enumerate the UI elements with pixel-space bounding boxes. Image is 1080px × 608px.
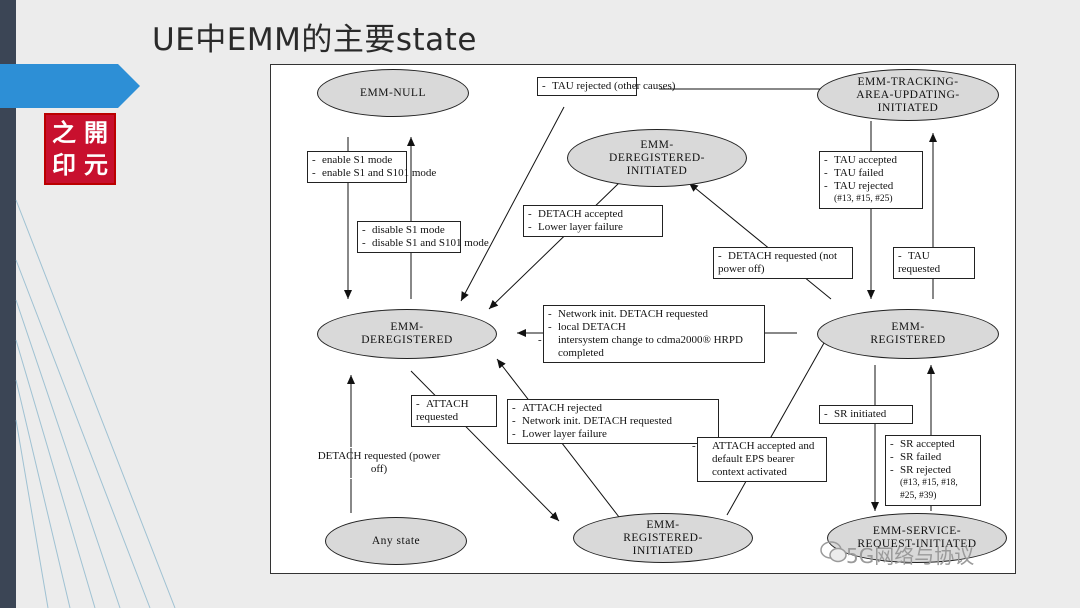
label-item: -TAU rejected (other causes) — [542, 80, 676, 92]
label-item: -SR accepted — [890, 438, 955, 450]
label-item: -DETACH requested (not power off) — [718, 250, 838, 275]
label-detach-accepted: -DETACH accepted -Lower layer failure — [523, 205, 663, 237]
label-attach-rejected: -ATTACH rejected -Network init. DETACH r… — [507, 399, 719, 444]
state-emm-registered-initiated: EMM- REGISTERED- INITIATED — [573, 513, 753, 563]
label-item: -DETACH accepted — [528, 208, 623, 220]
label-text: DETACH accepted — [538, 208, 623, 220]
watermark-text: 5G网络与协议 — [846, 544, 975, 568]
label-item: -enable S1 and S101 mode — [312, 167, 437, 179]
label-note: (#13, #15, #25) — [834, 194, 893, 204]
logo-char: 印 — [52, 150, 76, 179]
label-text: TAU rejected — [834, 180, 894, 192]
slide-title: UE中EMM的主要state — [152, 22, 477, 58]
state-emm-registered: EMM- REGISTERED — [817, 309, 999, 359]
label-item: -disable S1 and S101 mode — [362, 237, 489, 249]
label-item: -Network init. DETACH requested — [512, 415, 673, 427]
label-item: -disable S1 mode — [362, 224, 445, 236]
label-text: DETACH requested (power off) — [317, 450, 441, 475]
label-item: -local DETACH — [548, 321, 626, 333]
label-attach-requested: -ATTACH requested — [411, 395, 497, 427]
logo-seal: 之 開 印 元 — [44, 113, 116, 185]
label-text: intersystem change to cdma2000® HRPD com… — [558, 334, 743, 359]
label-text: TAU requested — [898, 250, 941, 275]
label-item: -ATTACH accepted and default EPS bearer … — [692, 440, 815, 478]
label-item: -TAU failed — [824, 167, 884, 179]
label-item: -intersystem change to cdma2000® HRPD co… — [538, 334, 743, 359]
label-text: Lower layer failure — [538, 221, 623, 233]
state-any-state: Any state — [325, 517, 467, 565]
label-enable-s1: -enable S1 mode -enable S1 and S101 mode — [307, 151, 437, 183]
label-note: (#13, #15, #18, #25, #39) — [900, 478, 958, 501]
label-item: -TAU accepted — [824, 154, 897, 166]
label-text: disable S1 mode — [372, 224, 445, 236]
label-item: -enable S1 mode — [312, 154, 393, 166]
logo-char: 之 — [52, 118, 76, 147]
label-network-detach: -Network init. DETACH requested -local D… — [538, 305, 765, 363]
label-detach-not-power-off: -DETACH requested (not power off) — [713, 247, 853, 279]
label-text: SR failed — [900, 451, 942, 463]
label-text: enable S1 and S101 mode — [322, 167, 437, 179]
label-detach-power-off: DETACH requested (power off) — [311, 447, 447, 479]
blue-arrow-tab — [0, 64, 140, 108]
label-text: ATTACH requested — [416, 398, 469, 423]
logo-char: 開 — [84, 118, 108, 147]
label-text: DETACH requested (not power off) — [718, 250, 838, 275]
state-emm-service-request-initiated: EMM-SERVICE- REQUEST-INITIATED — [827, 513, 1007, 563]
emm-state-diagram: EMM-NULL EMM-TRACKING- AREA-UPDATING- IN… — [270, 64, 1016, 574]
state-emm-null: EMM-NULL — [317, 69, 469, 117]
label-sr-initiated: -SR initiated — [819, 405, 913, 424]
label-text: TAU accepted — [834, 154, 897, 166]
logo-char: 元 — [84, 150, 108, 179]
label-text: enable S1 mode — [322, 154, 393, 166]
label-text: Network init. DETACH requested — [522, 415, 673, 427]
label-text: TAU rejected (other causes) — [552, 80, 676, 92]
label-item: -SR initiated — [824, 408, 887, 420]
label-item: -TAU requested — [898, 250, 941, 275]
label-tau-requested: -TAU requested — [893, 247, 975, 279]
label-item: -SR failed — [890, 451, 942, 463]
label-text: disable S1 and S101 mode — [372, 237, 489, 249]
label-item: DETACH requested (power off) — [316, 450, 442, 476]
label-item: -SR rejected — [890, 464, 952, 476]
state-emm-deregistered-initiated: EMM- DEREGISTERED- INITIATED — [567, 129, 747, 187]
label-text: TAU failed — [834, 167, 884, 179]
decorative-lines — [15, 199, 176, 608]
label-item: -TAU rejected — [824, 180, 894, 192]
label-sr-results: -SR accepted -SR failed -SR rejected (#1… — [885, 435, 981, 506]
state-emm-deregistered: EMM- DEREGISTERED — [317, 309, 497, 359]
label-item: -ATTACH requested — [416, 398, 469, 423]
label-text: ATTACH accepted and default EPS bearer c… — [712, 440, 815, 478]
label-tau-results: -TAU accepted -TAU failed -TAU rejected … — [819, 151, 923, 209]
wechat-icon — [820, 541, 847, 563]
label-text: SR initiated — [834, 408, 887, 420]
label-text: Network init. DETACH requested — [558, 308, 709, 320]
label-item: -Lower layer failure — [528, 221, 623, 233]
label-text: SR accepted — [900, 438, 955, 450]
left-accent-bar — [0, 0, 16, 608]
state-emm-tau-initiated: EMM-TRACKING- AREA-UPDATING- INITIATED — [817, 69, 999, 121]
label-disable-s1: -disable S1 mode -disable S1 and S101 mo… — [357, 221, 489, 253]
label-tau-rejected-other: -TAU rejected (other causes) — [537, 77, 676, 96]
label-text: SR rejected — [900, 464, 952, 476]
label-text: ATTACH rejected — [522, 402, 603, 414]
label-item: -ATTACH rejected — [512, 402, 603, 414]
label-text: Lower layer failure — [522, 428, 607, 440]
label-attach-accepted: -ATTACH accepted and default EPS bearer … — [692, 437, 827, 482]
label-item: -Network init. DETACH requested — [548, 308, 709, 320]
label-text: local DETACH — [558, 321, 626, 333]
label-item: -Lower layer failure — [512, 428, 607, 440]
